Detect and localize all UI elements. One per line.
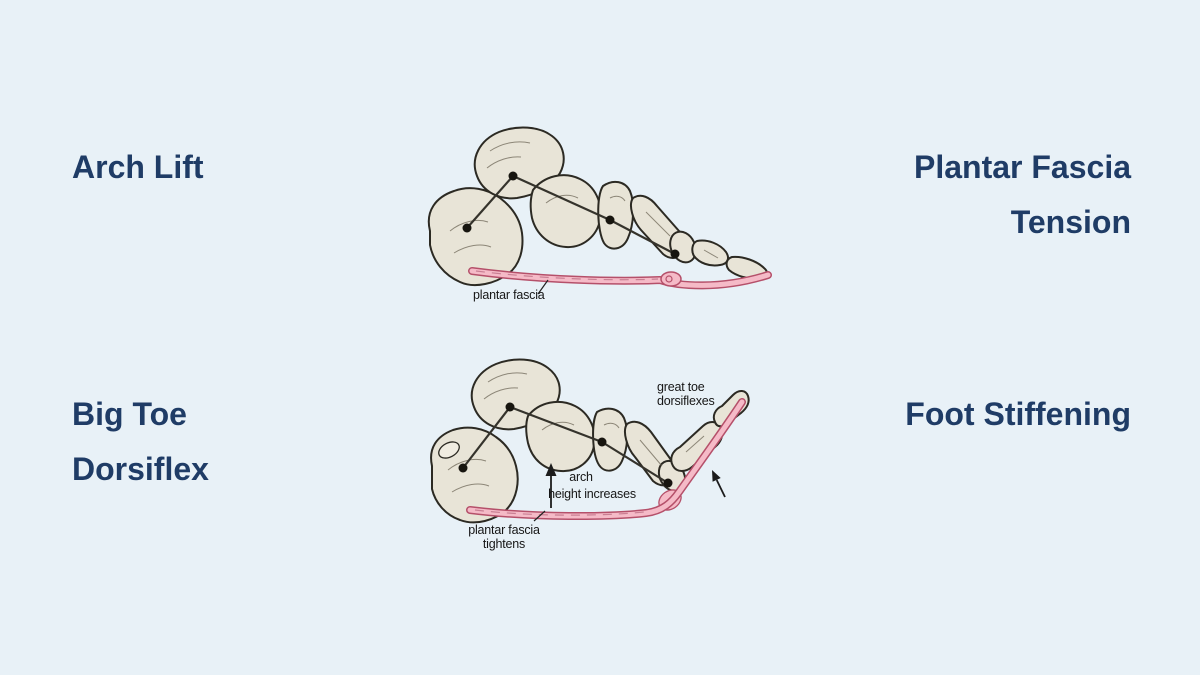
heading-plantar-fascia-tension-line2: Tension (1010, 204, 1131, 240)
fascia-tightens-leader-line (533, 510, 546, 522)
foot-skeleton-dorsiflexed-illustration: great toe dorsiflexes arch height increa… (430, 358, 750, 551)
bone-texture-hatching (449, 141, 719, 259)
label-great-toe-line1: great toe (657, 380, 705, 394)
truss-node (505, 402, 515, 412)
heading-arch-lift: Arch Lift (72, 149, 204, 185)
truss-node (670, 249, 680, 259)
calcaneus-bone (427, 187, 524, 286)
sesamoid-bone (660, 271, 682, 287)
heading-plantar-fascia-tension-line1: Plantar Fascia (914, 149, 1131, 185)
plantar-fascia-band-tight (466, 398, 746, 521)
truss-node (508, 171, 518, 181)
truss-node (462, 223, 472, 233)
navicular-bone (525, 400, 596, 473)
label-fascia-tightens-line1: plantar fascia (468, 523, 540, 537)
truss-node (597, 437, 607, 447)
bones-group-top (427, 126, 768, 286)
truss-node (605, 215, 615, 225)
label-arch-line1: arch (569, 470, 593, 484)
bone-texture-hatching (447, 372, 705, 493)
arch-truss-overlay (462, 171, 680, 259)
foot-skeleton-neutral-illustration: plantar fascia (427, 126, 772, 302)
label-fascia-tightens-line2: tightens (483, 537, 525, 551)
toe-dorsiflexion-arrow-icon (712, 470, 726, 498)
heading-big-toe-dorsiflex-line2: Dorsiflex (72, 451, 209, 487)
plantar-fascia-leader-line (537, 279, 549, 295)
cuneiform-bone (597, 180, 635, 250)
label-great-toe-line2: dorsiflexes (657, 394, 715, 408)
truss-node (458, 463, 468, 473)
navicular-bone (529, 174, 602, 249)
label-arch-line2: height increases (548, 487, 636, 501)
calcaneus-fossa (438, 441, 460, 459)
cuneiform-bone (592, 407, 629, 472)
truss-node (663, 478, 673, 488)
heading-big-toe-dorsiflex: Big Toe Dorsiflex (72, 387, 209, 497)
heading-plantar-fascia-tension: Plantar Fascia Tension (914, 140, 1131, 250)
talus-bone (473, 126, 565, 200)
heading-big-toe-dorsiflex-line1: Big Toe (72, 396, 187, 432)
arch-height-arrow-icon (545, 463, 557, 508)
arch-truss-overlay (458, 402, 673, 488)
plantar-fascia-band (468, 267, 772, 290)
heading-foot-stiffening: Foot Stiffening (905, 396, 1131, 432)
label-plantar-fascia: plantar fascia (473, 288, 545, 302)
